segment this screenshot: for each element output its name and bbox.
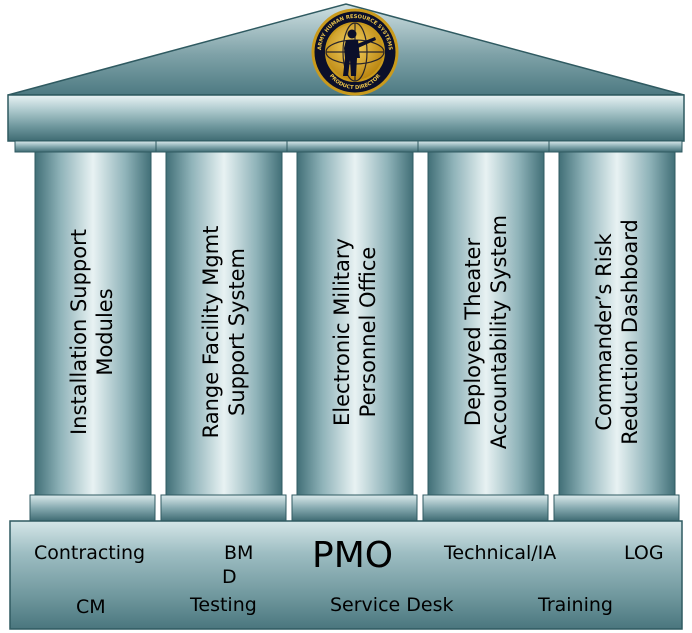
base-label-bmd-line1: BM bbox=[224, 542, 254, 564]
pillar-label-line: Support System bbox=[225, 248, 249, 416]
pillar-label-line: Personnel Office bbox=[356, 246, 380, 418]
pillar-label-commanders-risk: Commander’s Risk Reduction Dashboard bbox=[587, 167, 647, 497]
base-label-testing: Testing bbox=[190, 594, 257, 616]
pillar-label-line: Deployed Theater bbox=[461, 237, 485, 427]
base-label-service-desk: Service Desk bbox=[330, 594, 454, 616]
pillar-label-line: Installation Support bbox=[67, 229, 91, 436]
foundation-base bbox=[9, 520, 683, 630]
pillar-label-line: Accountability System bbox=[487, 214, 511, 450]
base-label-training: Training bbox=[538, 594, 613, 616]
base-label-bmd-line2: D bbox=[222, 566, 237, 588]
pillar-label-line: Electronic Military bbox=[330, 238, 354, 426]
base-label-contracting: Contracting bbox=[34, 542, 146, 564]
emblem-seal-icon: ARMY HUMAN RESOURCE SYSTEMS PRODUCT DIRE… bbox=[311, 8, 399, 96]
pillar-label-electronic-military: Electronic Military Personnel Office bbox=[325, 167, 385, 497]
pillar-label-installation: Installation Support Modules bbox=[62, 167, 122, 497]
pillar-label-line: Commander’s Risk bbox=[592, 233, 616, 431]
pillar-label-range-facility: Range Facility Mgmt Support System bbox=[194, 167, 254, 497]
top-beam bbox=[7, 94, 685, 142]
pillar-label-line: Reduction Dashboard bbox=[618, 219, 642, 445]
base-label-pmo: PMO bbox=[312, 535, 394, 576]
pillar-label-line: Modules bbox=[93, 288, 117, 376]
base-label-cm: CM bbox=[76, 596, 106, 618]
base-label-technical-ia: Technical/IA bbox=[444, 542, 557, 564]
pillar-label-deployed-theater: Deployed Theater Accountability System bbox=[456, 167, 516, 497]
base-label-log: LOG bbox=[624, 542, 664, 564]
pillar-columns bbox=[14, 140, 683, 522]
pillar-label-line: Range Facility Mgmt bbox=[199, 225, 223, 439]
